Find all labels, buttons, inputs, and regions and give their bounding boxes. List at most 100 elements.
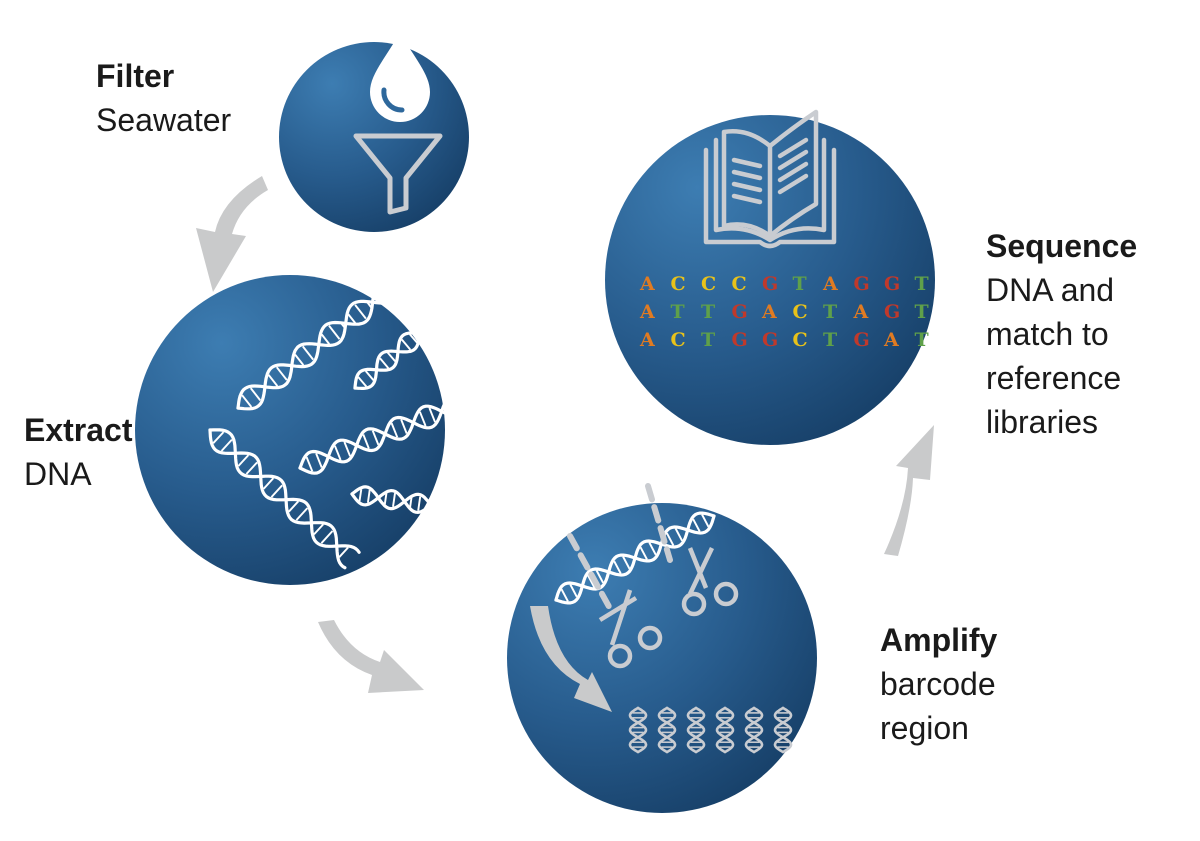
- helix-rung: [302, 345, 314, 361]
- helix-rung: [419, 411, 427, 427]
- helix-rung: [220, 438, 233, 452]
- step-description: libraries: [986, 404, 1099, 440]
- helix-strand: [350, 485, 437, 513]
- step-description: barcode: [880, 666, 996, 702]
- helix-strand: [773, 706, 793, 754]
- helix-rung: [294, 354, 305, 366]
- step-amplify-label: Amplify barcode region: [880, 618, 997, 750]
- helix-strand: [715, 706, 735, 754]
- dna-helix-icon: [744, 706, 764, 754]
- dna-helix-icon: [628, 706, 648, 754]
- helix-rung: [267, 374, 279, 387]
- helix-strand: [628, 706, 648, 754]
- open-book-icon: [703, 109, 837, 249]
- helix-rung: [390, 422, 399, 438]
- helix-rung: [328, 325, 341, 340]
- cut-lines: [567, 483, 673, 615]
- step-description: DNA and: [986, 272, 1115, 308]
- helix-rung: [262, 477, 275, 490]
- helix-rung: [674, 528, 683, 542]
- dna-helix-icon: [657, 706, 677, 754]
- helix-rung: [701, 514, 710, 528]
- helix-rung: [409, 333, 418, 344]
- helix-rung: [447, 400, 455, 415]
- arrow-extract-to-amplify: [318, 620, 424, 693]
- helix-rung: [237, 454, 250, 467]
- helix-strand: [715, 706, 735, 754]
- step-description: reference: [986, 360, 1122, 396]
- scissors-icon: [681, 547, 739, 617]
- helix-rung: [315, 453, 323, 468]
- helix-rung: [305, 456, 314, 472]
- step-description: region: [880, 710, 969, 746]
- helix-strand: [350, 488, 439, 515]
- helix-strand: [353, 330, 436, 390]
- step-description: DNA: [24, 456, 92, 492]
- helix-rung: [613, 560, 622, 574]
- dna-helix-icon: [554, 511, 716, 605]
- step-title: Filter: [96, 58, 175, 94]
- helix-rung: [313, 523, 324, 536]
- dna-helix-icon: [715, 706, 735, 754]
- helix-rung: [426, 502, 429, 508]
- helix-strand: [236, 299, 384, 410]
- helix-rung: [241, 394, 253, 408]
- helix-strand: [657, 706, 677, 754]
- helix-rung: [379, 357, 390, 369]
- helix-strand: [208, 428, 347, 570]
- dna-helix-icon: [236, 291, 384, 411]
- water-drop-icon: [370, 32, 430, 122]
- helix-rung: [428, 407, 436, 423]
- helix-rung: [357, 376, 368, 388]
- circle-sequence: [605, 115, 935, 445]
- helix-rung: [358, 489, 363, 502]
- helix-rung: [371, 430, 380, 446]
- helix-strand: [657, 706, 677, 754]
- helix-strand: [208, 428, 361, 554]
- helix-rung: [354, 304, 367, 320]
- dna-helix-icon: [298, 393, 472, 475]
- helix-rung: [249, 387, 262, 401]
- dna-helix-icon: [353, 317, 436, 390]
- circle-extract: [135, 275, 445, 585]
- helix-rung: [338, 546, 349, 558]
- step-title: Extract: [24, 412, 133, 448]
- helix-rung: [275, 366, 288, 381]
- helix-strand: [554, 514, 716, 602]
- dna-helix-icon: [350, 485, 439, 515]
- helix-rung: [340, 322, 346, 329]
- helix-rung: [270, 484, 283, 498]
- step-title: Sequence: [986, 228, 1138, 264]
- helix-rung: [560, 588, 569, 602]
- helix-rung: [401, 338, 412, 351]
- helix-rung: [320, 530, 334, 544]
- helix-rung: [320, 333, 331, 345]
- dna-helix-group: [208, 291, 472, 570]
- step-extract-label: Extract DNA: [24, 408, 133, 496]
- helix-rung: [417, 496, 422, 511]
- step-sequence-label: Sequence DNA and match to reference libr…: [986, 224, 1137, 444]
- helix-strand: [686, 706, 706, 754]
- dna-helix-icon: [208, 428, 361, 570]
- step-title: Amplify: [880, 622, 998, 658]
- helix-strand: [236, 291, 376, 411]
- dna-helix-icon: [686, 706, 706, 754]
- helix-rung: [595, 570, 604, 584]
- dna-helix-icon: [773, 706, 793, 754]
- helix-rung: [569, 584, 578, 598]
- helix-rung: [666, 532, 675, 546]
- funnel-icon: [353, 133, 443, 215]
- helix-rung: [692, 518, 701, 532]
- helix-rung: [400, 419, 408, 434]
- helix-rung: [364, 370, 375, 381]
- arrow-filter-to-extract: [196, 176, 268, 292]
- scissors-icon: [598, 589, 663, 669]
- helix-rung: [288, 500, 300, 513]
- helix-strand: [628, 706, 648, 754]
- helix-rung: [245, 461, 258, 475]
